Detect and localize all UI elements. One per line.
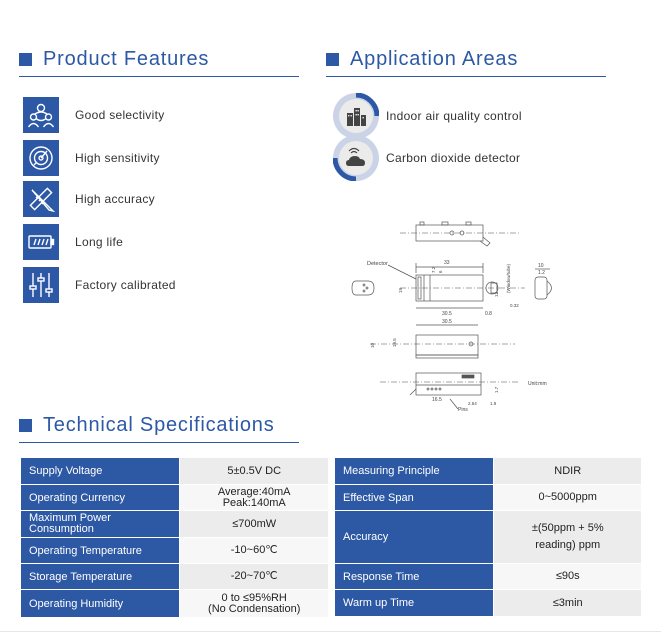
dimension-drawing: Detector 33 30.5 0.8 (Window/tube) 12 19… bbox=[351, 221, 552, 413]
spec-value: NDIR bbox=[493, 457, 642, 485]
table-row: Warm up Time ≤3min bbox=[333, 589, 642, 617]
dim-label: 10 bbox=[538, 263, 544, 269]
application-item-indoor-air: Indoor air quality control bbox=[333, 93, 522, 139]
people-group-icon bbox=[23, 97, 59, 133]
spec-key: Storage Temperature bbox=[19, 563, 181, 590]
dim-label: 33 bbox=[444, 260, 450, 266]
spec-value: -10~60℃ bbox=[179, 537, 329, 564]
table-row: Measuring Principle NDIR bbox=[333, 457, 642, 485]
application-ring bbox=[333, 93, 379, 139]
feature-item-calibrated: Factory calibrated bbox=[23, 267, 176, 303]
spec-key: Operating Currency bbox=[19, 484, 181, 511]
applications-heading: Application Areas bbox=[326, 48, 518, 71]
feature-label: Long life bbox=[75, 235, 124, 249]
table-row: Operating Currency Average:40mA Peak:140… bbox=[19, 484, 329, 511]
spec-value: ≤3min bbox=[493, 589, 642, 617]
applications-divider bbox=[326, 76, 606, 77]
feature-item-long-life: Long life bbox=[23, 224, 123, 260]
table-row: Operating Temperature -10~60℃ bbox=[19, 537, 329, 564]
table-row: Supply Voltage 5±0.5V DC bbox=[19, 457, 329, 485]
feature-label: Factory calibrated bbox=[75, 278, 176, 292]
dim-label: 30.5 bbox=[442, 319, 452, 325]
dim-label: 19.5 bbox=[392, 338, 397, 347]
heading-square-icon bbox=[19, 419, 32, 432]
table-row: Operating Humidity 0 to ≤95%RH (No Conde… bbox=[19, 589, 329, 618]
application-ring bbox=[333, 135, 379, 181]
table-row: Storage Temperature -20~70℃ bbox=[19, 563, 329, 590]
detector-label: Detector bbox=[367, 261, 388, 267]
battery-icon bbox=[23, 224, 59, 260]
pins-label: Pins bbox=[458, 407, 468, 413]
dim-label: 7.2 bbox=[431, 266, 436, 273]
buildings-icon bbox=[339, 99, 373, 133]
spec-value: Average:40mA Peak:140mA bbox=[179, 484, 329, 511]
spec-value: 0~5000ppm bbox=[493, 484, 642, 511]
sliders-icon bbox=[23, 267, 59, 303]
spec-table-right: Measuring Principle NDIR Effective Span … bbox=[333, 457, 642, 617]
spec-key: Operating Temperature bbox=[19, 537, 181, 564]
dim-label: 2.54 bbox=[468, 401, 477, 406]
dim-label: (Window/tube) bbox=[506, 263, 511, 293]
spec-value: 5±0.5V DC bbox=[179, 457, 329, 485]
target-gauge-icon bbox=[23, 140, 59, 176]
spec-key: Warm up Time bbox=[333, 589, 495, 617]
feature-label: High sensitivity bbox=[75, 151, 160, 165]
page-bottom-divider bbox=[0, 631, 661, 632]
dim-label: 16.5 bbox=[432, 397, 442, 403]
application-label: Indoor air quality control bbox=[386, 109, 522, 123]
heading-square-icon bbox=[19, 53, 32, 66]
spec-table-left: Supply Voltage 5±0.5V DC Operating Curre… bbox=[19, 457, 329, 618]
dim-label: 0.8 bbox=[485, 311, 492, 317]
spec-key: Effective Span bbox=[333, 484, 495, 511]
dim-label: 10 bbox=[370, 342, 375, 348]
application-item-co2: Carbon dioxide detector bbox=[333, 135, 520, 181]
dim-label: 19 bbox=[398, 287, 403, 293]
spec-key: Measuring Principle bbox=[333, 457, 495, 485]
dim-label: 30.5 bbox=[442, 311, 452, 317]
dim-label: 0.32 bbox=[510, 303, 519, 308]
spec-value: ±(50ppm + 5% reading) ppm bbox=[493, 510, 642, 564]
spec-value: ≤700mW bbox=[179, 510, 329, 538]
table-row: Accuracy ±(50ppm + 5% reading) ppm bbox=[333, 510, 642, 564]
spec-value: -20~70℃ bbox=[179, 563, 329, 590]
applications-title: Application Areas bbox=[350, 48, 519, 70]
features-title: Product Features bbox=[43, 48, 210, 70]
dim-label: 1.7 bbox=[494, 386, 499, 393]
dim-label: 1.9 bbox=[490, 401, 497, 406]
feature-item-accuracy: High accuracy bbox=[23, 181, 155, 217]
application-label: Carbon dioxide detector bbox=[386, 151, 521, 165]
spec-value: ≤90s bbox=[493, 563, 642, 590]
dim-label: 12 bbox=[494, 291, 499, 297]
table-row: Response Time ≤90s bbox=[333, 563, 642, 590]
table-row: Maximum Power Consumption ≤700mW bbox=[19, 510, 329, 538]
dim-label: 1.2 bbox=[538, 270, 545, 276]
spec-key: Maximum Power Consumption bbox=[19, 510, 181, 538]
dim-label: 6 bbox=[438, 270, 443, 273]
spec-value: 0 to ≤95%RH (No Condensation) bbox=[179, 589, 329, 618]
feature-item-selectivity: Good selectivity bbox=[23, 97, 165, 133]
spec-key: Response Time bbox=[333, 563, 495, 590]
unit-label: Unit:mm bbox=[528, 381, 547, 387]
spec-key: Supply Voltage bbox=[19, 457, 181, 485]
table-row: Effective Span 0~5000ppm bbox=[333, 484, 642, 511]
feature-label: Good selectivity bbox=[75, 108, 165, 122]
features-heading: Product Features bbox=[19, 48, 209, 71]
specs-heading: Technical Specifications bbox=[19, 414, 275, 437]
cloud-signal-icon bbox=[339, 141, 373, 175]
features-divider bbox=[19, 76, 299, 77]
spec-key: Operating Humidity bbox=[19, 589, 181, 618]
feature-item-sensitivity: High sensitivity bbox=[23, 140, 160, 176]
spec-key: Accuracy bbox=[333, 510, 495, 564]
feature-label: High accuracy bbox=[75, 192, 155, 206]
specs-divider bbox=[19, 442, 299, 443]
heading-square-icon bbox=[326, 53, 339, 66]
ruler-pencil-icon bbox=[23, 181, 59, 217]
specs-title: Technical Specifications bbox=[43, 414, 275, 436]
